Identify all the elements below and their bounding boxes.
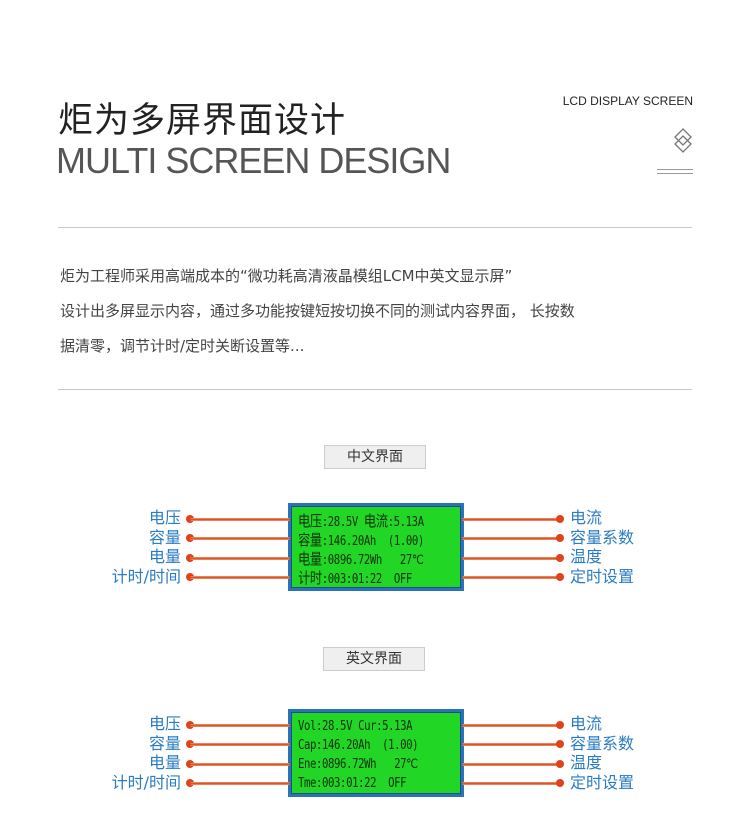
- connector-line: [462, 723, 560, 727]
- connector-dot: [556, 573, 564, 581]
- intro-line: 设计出多屏显示内容，通过多功能按键短按切换不同的测试内容界面， 长按数: [60, 302, 575, 320]
- intro-paragraph: 炬为工程师采用高端成本的“微功耗高清液晶模组LCM中英文显示屏” 设计出多屏显示…: [60, 259, 700, 364]
- divider: [58, 227, 692, 228]
- connector-line: [190, 517, 290, 521]
- connector-dot: [556, 740, 564, 748]
- right-label: 定时设置: [570, 566, 635, 586]
- connector-dot: [556, 514, 564, 523]
- right-label: 温度: [570, 547, 603, 566]
- connector-line: [190, 576, 290, 579]
- connector-line: [190, 743, 290, 746]
- right-label: 电流: [570, 508, 603, 527]
- connector-line: [462, 576, 560, 579]
- connector-dot: [556, 553, 564, 562]
- connector-dot: [556, 720, 564, 729]
- right-label: 温度: [570, 753, 603, 772]
- lcd-row: Tme:003:01:22 OFF: [298, 776, 407, 791]
- left-label: 电压: [148, 508, 181, 527]
- connector-dot: [556, 534, 564, 542]
- decor-line: [657, 169, 693, 170]
- connector-line: [462, 762, 560, 766]
- right-label: 定时设置: [570, 772, 635, 792]
- section-tag: LCD DISPLAY SCREEN: [562, 94, 693, 108]
- left-label: 电压: [148, 714, 181, 733]
- right-label: 电流: [570, 714, 603, 733]
- left-label: 计时/时间: [111, 772, 181, 792]
- right-label: 容量系数: [570, 527, 635, 547]
- lcd-row: 电压:28.5V 电流:5.13A: [298, 512, 424, 530]
- page-title: 炬为多屏界面设计: [58, 101, 347, 141]
- lcd-row: Cap:146.20Ah (1.00): [298, 738, 419, 753]
- lcd-screen-chinese: 电压:28.5V 电流:5.13A 容量:146.20Ah (1.00) 电量:…: [288, 503, 464, 591]
- connector-dot: [556, 779, 564, 787]
- connector-line: [462, 743, 560, 746]
- lcd-row: Vol:28.5V Cur:5.13A: [298, 719, 413, 734]
- page-subtitle: MULTI SCREEN DESIGN: [56, 140, 451, 181]
- lcd-screen-english: Vol:28.5V Cur:5.13A Cap:146.20Ah (1.00) …: [288, 709, 464, 797]
- connector-line: [190, 556, 290, 560]
- intro-line: 炬为工程师采用高端成本的“微功耗高清液晶模组LCM中英文显示屏”: [60, 267, 513, 285]
- left-label: 容量: [148, 733, 181, 753]
- connector-line: [462, 537, 560, 540]
- lcd-row: 容量:146.20Ah (1.00): [298, 531, 424, 549]
- connector-line: [190, 762, 290, 766]
- decor-line: [657, 173, 693, 174]
- section-label-chinese: 中文界面: [324, 445, 426, 469]
- connector-line: [190, 723, 290, 727]
- divider: [58, 389, 692, 390]
- connector-line: [190, 537, 290, 540]
- left-label: 容量: [148, 527, 181, 547]
- intro-line: 据清零，调节计时/定时关断设置等...: [60, 337, 305, 355]
- lcd-row: 计时:003:01:22 OFF: [298, 569, 412, 587]
- connector-line: [462, 782, 560, 785]
- left-label: 电量: [148, 547, 181, 566]
- lcd-row: Ene:0896.72Wh 27℃: [298, 757, 418, 772]
- connector-line: [462, 556, 560, 560]
- diamond-icon: [674, 128, 692, 153]
- connector-line: [190, 782, 290, 785]
- right-label: 容量系数: [570, 733, 635, 753]
- lcd-row: 电量:0896.72Wh 27℃: [298, 550, 424, 568]
- left-label: 计时/时间: [111, 566, 181, 586]
- connector-dot: [556, 759, 564, 768]
- section-label-english: 英文界面: [323, 647, 425, 671]
- left-label: 电量: [148, 753, 181, 772]
- connector-line: [462, 517, 560, 521]
